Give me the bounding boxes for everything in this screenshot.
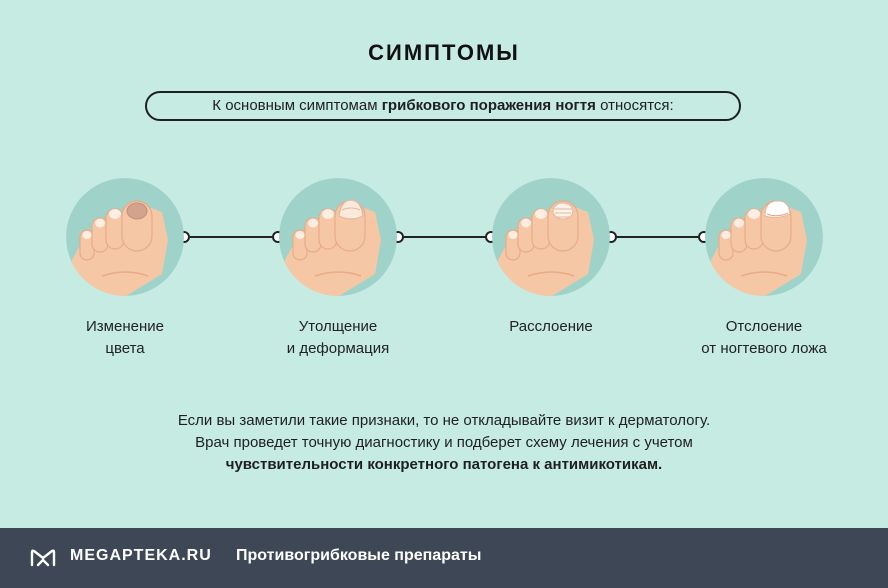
advice-note: Если вы заметили такие признаки, то не о… xyxy=(0,410,888,476)
connector-3 xyxy=(616,236,704,238)
symptom-label-line: Утолщение xyxy=(298,318,378,335)
symptom-label-line: Расслоение xyxy=(509,318,593,335)
toe-discolored-nail-icon xyxy=(66,178,184,296)
symptom-label-line: цвета xyxy=(105,340,145,357)
symptom-label-line: и деформация xyxy=(286,340,390,357)
toe-detached-nail-icon xyxy=(705,178,823,296)
toe-layered-nail-icon xyxy=(492,178,610,296)
intro-text-bold: грибкового поражения ногтя xyxy=(381,97,596,114)
symptom-label-line: от ногтевого ложа xyxy=(701,340,827,357)
toe-thickened-nail-icon xyxy=(279,178,397,296)
advice-line-3: чувствительности конкретного патогена к … xyxy=(225,456,663,473)
connector-1 xyxy=(190,236,278,238)
page-title: СИМПТОМЫ xyxy=(368,40,520,65)
symptom-label-detachment: Отслоение от ногтевого ложа xyxy=(664,316,864,360)
symptom-label-layering: Расслоение xyxy=(451,316,651,338)
symptom-label-line: Изменение xyxy=(86,318,164,335)
symptom-label-line: Отслоение xyxy=(725,318,803,335)
brand-name[interactable]: MEGAPTEKA.RU xyxy=(70,547,212,564)
symptom-label-discoloration: Изменение цвета xyxy=(25,316,225,360)
megapteka-logo-icon[interactable] xyxy=(30,548,56,573)
connector-2 xyxy=(403,236,491,238)
advice-line-1: Если вы заметили такие признаки, то не о… xyxy=(177,412,711,429)
symptom-label-thickening: Утолщение и деформация xyxy=(238,316,438,360)
antifungal-products-link[interactable]: Противогрибковые препараты xyxy=(236,547,482,564)
advice-line-2: Врач проведет точную диагностику и подбе… xyxy=(195,434,693,451)
intro-text-after: относятся: xyxy=(595,97,674,114)
intro-text-before: К основным симптомам xyxy=(212,97,382,114)
intro-banner: К основным симптомам грибкового поражени… xyxy=(145,91,741,121)
footer-bar: MEGAPTEKA.RU Противогрибковые препараты xyxy=(0,528,888,588)
